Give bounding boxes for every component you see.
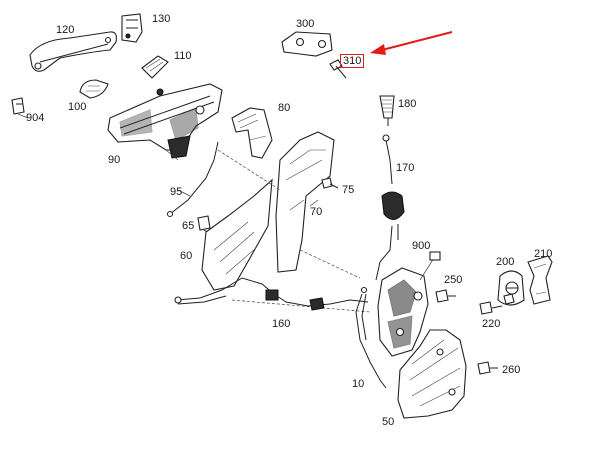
label-310-highlighted: 310 <box>340 54 365 68</box>
label-904: 904 <box>26 112 45 124</box>
door-lock-part-900 <box>377 251 441 357</box>
trim-part-60 <box>201 178 273 291</box>
handle-carrier-part-90 <box>107 83 223 161</box>
bracket-part-130 <box>121 13 143 43</box>
label-70: 70 <box>310 206 323 218</box>
gasket-part-110 <box>141 55 169 79</box>
label-200: 200 <box>496 256 515 268</box>
screw-part-75 <box>321 177 339 189</box>
cover-part-50 <box>397 329 467 419</box>
label-80: 80 <box>278 102 291 114</box>
label-95: 95 <box>170 186 183 198</box>
dashed-leaders <box>217 149 371 313</box>
shim-part-210 <box>527 255 553 305</box>
label-180: 180 <box>398 98 417 110</box>
label-75: 75 <box>342 184 355 196</box>
label-210: 210 <box>534 248 553 260</box>
carrier-part-80 <box>231 107 273 159</box>
label-250: 250 <box>444 274 463 286</box>
label-170: 170 <box>396 162 415 174</box>
label-220: 220 <box>482 318 501 330</box>
label-110: 110 <box>174 50 192 62</box>
label-300: 300 <box>296 18 315 30</box>
label-120: 120 <box>56 24 75 36</box>
label-10: 10 <box>352 378 365 390</box>
label-260: 260 <box>502 364 521 376</box>
cable-part-10 <box>355 286 387 389</box>
screw-part-220 <box>479 293 515 315</box>
rod-part-170 <box>375 134 405 281</box>
label-50: 50 <box>382 416 395 428</box>
panel-part-70 <box>275 131 335 273</box>
rod-part-95 <box>166 141 219 218</box>
screw-part-310 <box>329 59 347 79</box>
bracket-part-300 <box>281 31 333 57</box>
label-160: 160 <box>272 318 291 330</box>
label-65: 65 <box>182 220 195 232</box>
screw-part-260 <box>477 361 498 375</box>
clip-part-904 <box>11 97 29 119</box>
cable-part-160 <box>174 277 369 311</box>
screw-part-250 <box>435 289 456 303</box>
highlight-arrow <box>370 31 453 55</box>
label-130: 130 <box>152 13 171 25</box>
cap-part-100 <box>79 79 109 99</box>
label-60: 60 <box>180 250 193 262</box>
label-90: 90 <box>108 154 121 166</box>
outer-handle-part-120 <box>29 31 117 72</box>
knob-part-180 <box>379 95 395 126</box>
label-100: 100 <box>68 101 87 113</box>
label-900: 900 <box>412 240 431 252</box>
